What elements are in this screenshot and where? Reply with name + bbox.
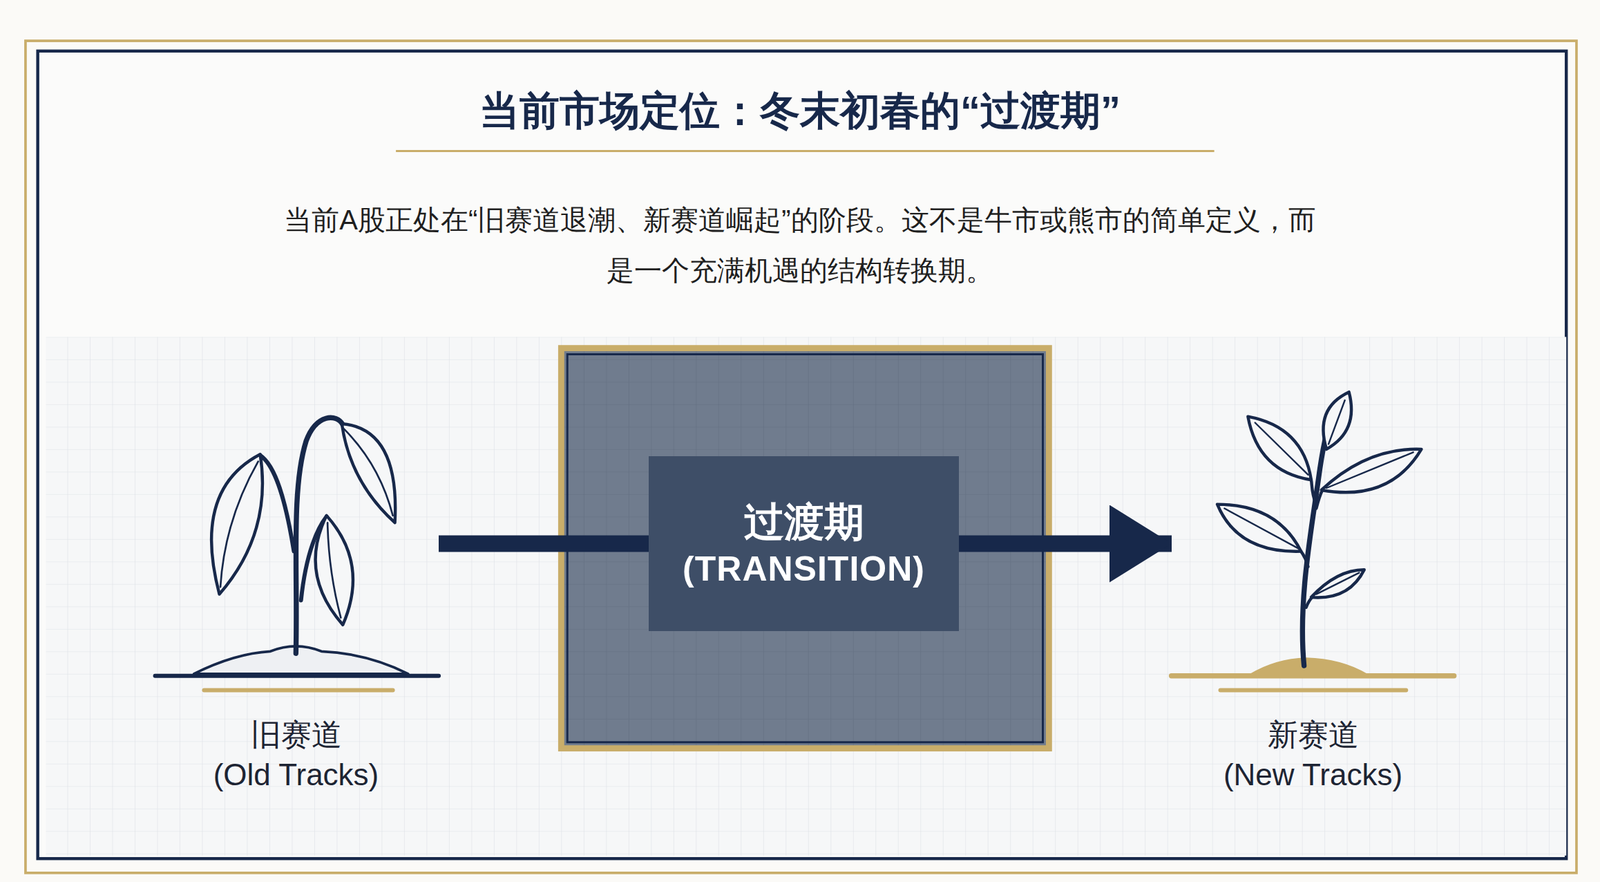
growing-plant — [1171, 391, 1455, 690]
transition-box: 过渡期(TRANSITION) — [648, 455, 959, 631]
flow-arrow — [438, 535, 649, 552]
node-heading: 新赛道 — [1267, 714, 1359, 755]
title: 当前市场定位：冬末初春的“过渡期” — [0, 84, 1600, 137]
flow-arrow — [958, 535, 1172, 552]
title-underline — [395, 149, 1215, 152]
outer-frame — [25, 40, 1577, 873]
intro-text: 当前A股正处在“旧赛道退潮、新赛道崛起”的阶段。这不是牛市或熊市的简单定义，而是… — [281, 194, 1319, 296]
node-heading: 旧赛道 — [250, 714, 342, 755]
new-track-label: 新赛道(New Tracks) — [1171, 407, 1455, 795]
node-subtext: (TRANSITION) — [682, 547, 926, 591]
old-track-label: 旧赛道(Old Tracks) — [153, 407, 439, 795]
node-subtext: (New Tracks) — [1223, 754, 1403, 795]
node-subtext: (Old Tracks) — [213, 754, 380, 795]
inner-frame — [37, 51, 1567, 859]
node-heading: 过渡期 — [744, 496, 865, 548]
wilted-plant — [155, 417, 440, 690]
grid-ground — [45, 336, 1567, 855]
